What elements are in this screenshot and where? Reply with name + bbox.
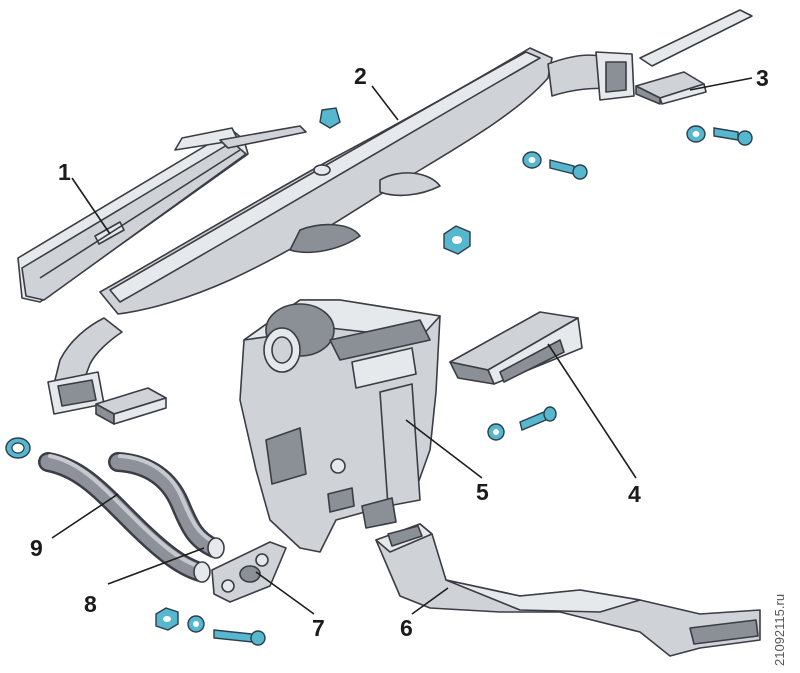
bolt-icon [519, 406, 557, 431]
washer-icon [487, 423, 505, 441]
part-small-vent-left [95, 387, 167, 425]
bolt-icon [213, 629, 266, 646]
bolt-icon [549, 159, 588, 180]
leader-lines [51, 77, 753, 615]
callout-6: 6 [400, 615, 413, 641]
part-7-flange-plate [211, 541, 287, 603]
callout-9: 9 [30, 535, 43, 561]
part-2-upper-air-duct [47, 47, 635, 415]
washer-icon [522, 151, 542, 169]
washer-icon [686, 125, 706, 143]
part-1-left-bracket [17, 125, 307, 303]
callout-2: 2 [354, 63, 367, 89]
part-5-heater-housing [239, 299, 441, 553]
nut-icon [443, 225, 471, 255]
callout-1: 1 [58, 159, 71, 185]
part-4-side-vent [449, 311, 583, 385]
nut-icon [155, 607, 179, 631]
clip-upper [319, 107, 341, 129]
watermark-text: 21092115.ru [772, 594, 787, 666]
callout-5: 5 [476, 479, 489, 505]
callout-4: 4 [628, 481, 641, 507]
callout-3: 3 [756, 65, 769, 91]
fasteners [155, 125, 753, 646]
callouts: 1 2 3 4 5 6 7 8 9 [30, 63, 769, 641]
callout-8: 8 [84, 591, 97, 617]
hose-clamp [5, 437, 31, 459]
part-8-hose [108, 452, 225, 559]
part-6-floor-duct [375, 523, 761, 657]
callout-7: 7 [312, 615, 325, 641]
bolt-icon [713, 127, 753, 146]
washer-icon [187, 615, 205, 633]
